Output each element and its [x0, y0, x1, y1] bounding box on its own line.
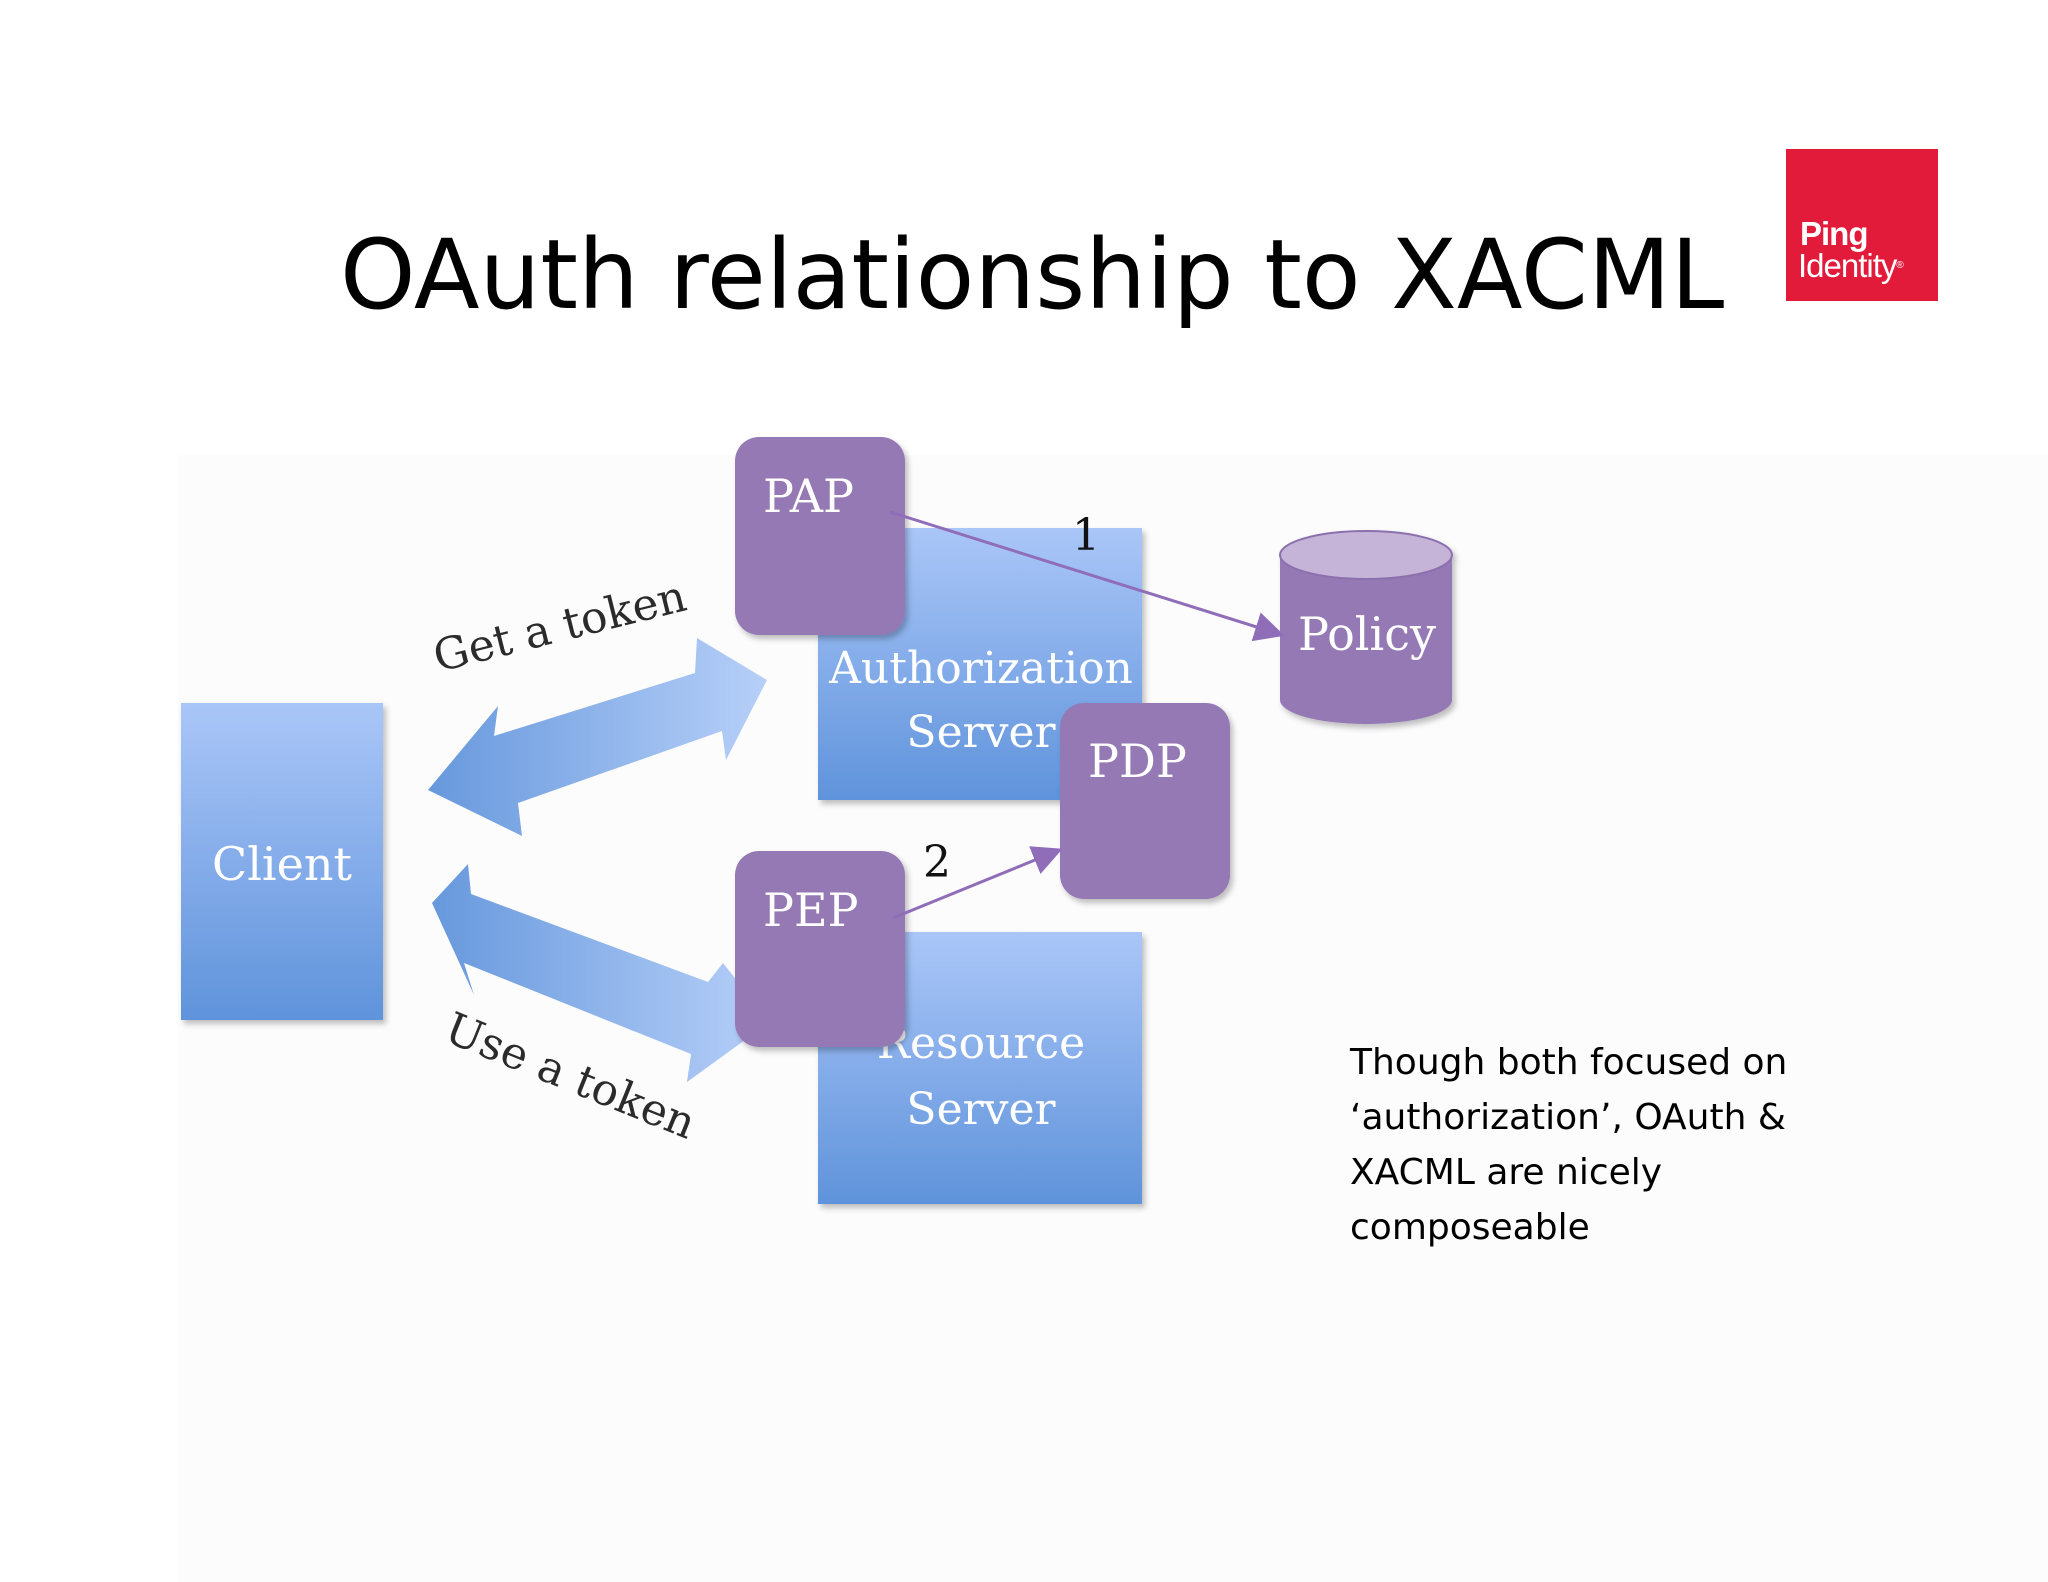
authorization-server-label-line2: Server — [906, 707, 1056, 758]
ping-identity-logo: Ping Identity® — [1786, 149, 1938, 301]
use-token-double-arrow — [432, 864, 770, 1082]
policy-database — [1279, 530, 1453, 724]
policy-label: Policy — [1298, 607, 1436, 661]
step-2-label: 2 — [923, 837, 951, 888]
logo-line-ping: Ping — [1800, 215, 1868, 252]
get-token-double-arrow — [428, 638, 767, 836]
client-label: Client — [212, 837, 352, 891]
pap-to-policy-arrow — [889, 510, 1285, 642]
pap-label: PAP — [763, 469, 854, 523]
resource-server-label-line1: Resource — [877, 1018, 1085, 1069]
pdp-box — [1060, 703, 1230, 899]
logo-registered-mark: ® — [1896, 260, 1903, 271]
authorization-server-label-line1: Authorization — [828, 643, 1133, 694]
get-token-label: Get a token — [428, 571, 691, 683]
pdp-label: PDP — [1088, 734, 1187, 788]
logo-identity-text: Identity — [1798, 247, 1897, 284]
resource-server-label-line2: Server — [906, 1084, 1056, 1135]
slide-title: OAuth relationship to XACML — [340, 219, 1725, 331]
logo-line-identity: Identity® — [1798, 247, 1904, 284]
pep-label: PEP — [763, 883, 858, 937]
pep-box — [735, 851, 905, 1047]
pep-to-pdp-arrow — [892, 846, 1063, 920]
slide-caption: Though both focused on ‘authorization’, … — [1350, 1042, 1788, 1248]
client-box — [181, 703, 383, 1020]
step-1-label: 1 — [1072, 510, 1100, 561]
pap-box — [735, 437, 905, 635]
